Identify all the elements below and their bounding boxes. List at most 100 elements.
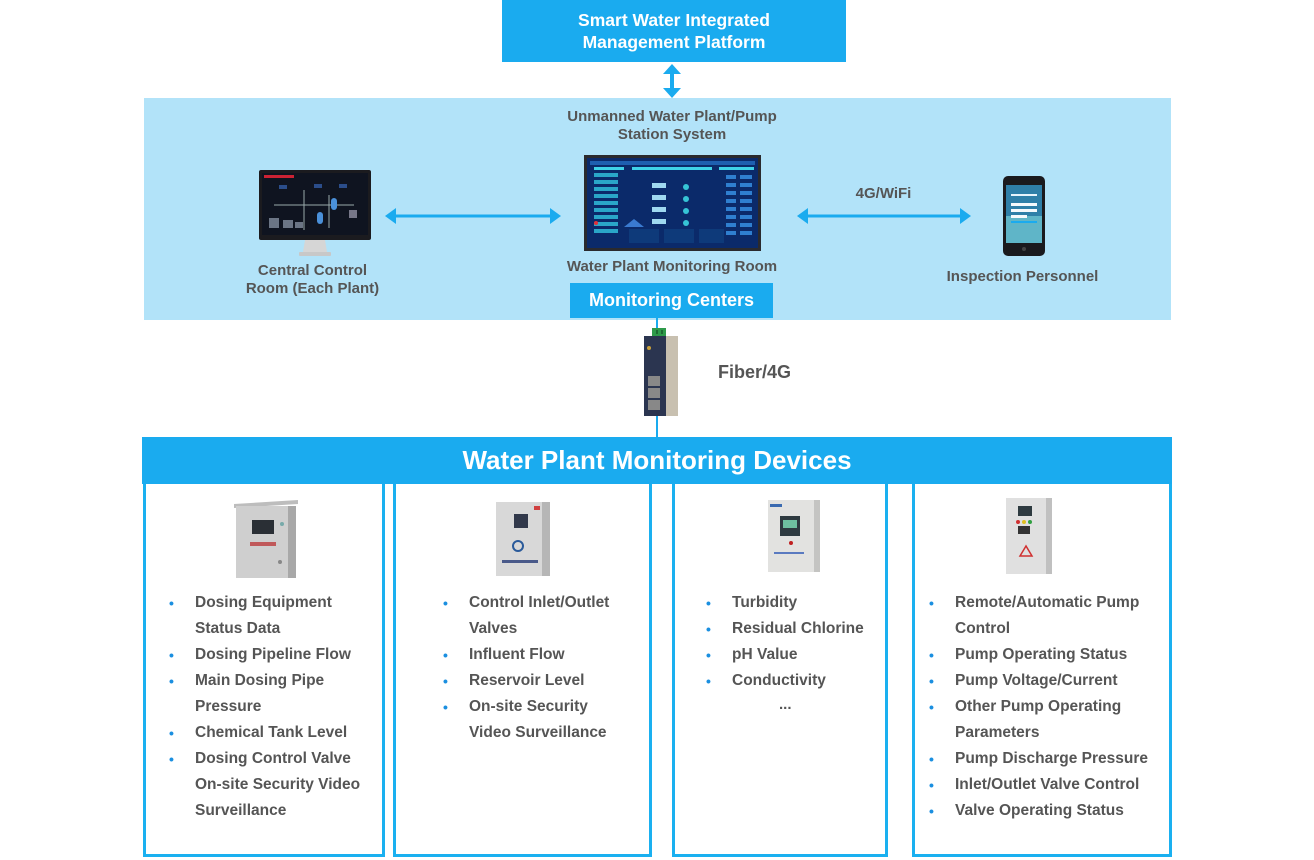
feature-text: Control Inlet/Outlet: [469, 594, 610, 611]
feature-text: Dosing Pipeline Flow: [195, 646, 351, 663]
central-control-monitor: [259, 170, 371, 260]
bullet-dot-icon: •: [929, 803, 934, 819]
4g-wifi-label: 4G/WiFi: [855, 185, 912, 202]
feature-text: Turbidity: [732, 594, 798, 611]
fiber-4g-label: Fiber/4G: [718, 362, 792, 382]
feature-text: Influent Flow: [469, 646, 565, 663]
feature-text: On-site Security: [469, 698, 588, 715]
feature-text: Inlet/Outlet Valve Control: [955, 776, 1140, 793]
feature-text: Reservoir Level: [469, 672, 585, 689]
bullet-dot-icon: •: [169, 673, 174, 689]
feature-text: Dosing Control Valve: [195, 750, 351, 767]
feature-item: Parameters: [929, 720, 1148, 746]
feature-item: • Dosing Control Valve: [169, 746, 360, 772]
feature-text: Pump Discharge Pressure: [955, 750, 1148, 767]
feature-item: • Conductivity: [706, 668, 864, 694]
feature-text: Pump Operating Status: [955, 646, 1128, 663]
feature-item: •Pump Operating Status: [929, 642, 1148, 668]
feature-text: Control: [955, 620, 1011, 637]
feature-text: Main Dosing Pipe: [195, 672, 325, 689]
feature-item: Control: [929, 616, 1148, 642]
bullet-dot-icon: •: [443, 595, 448, 611]
feature-text: Video Surveillance: [469, 724, 607, 741]
industrial-gateway-device: [642, 328, 682, 418]
feature-text: Valves: [469, 620, 518, 637]
bullet-dot-icon: •: [929, 751, 934, 767]
bullet-dot-icon: •: [706, 673, 711, 689]
monitoring-devices-header: Water Plant Monitoring Devices: [142, 437, 1172, 484]
bullet-dot-icon: •: [929, 595, 934, 611]
feature-item: • Valve Operating Status: [929, 798, 1148, 824]
feature-text: Pump Voltage/Current: [955, 672, 1118, 689]
feature-text: Surveillance: [195, 802, 287, 819]
feature-item: Valves: [443, 616, 609, 642]
bullet-dot-icon: •: [169, 647, 174, 663]
platform-title-line2: Management Platform: [582, 32, 766, 52]
feature-item: • Residual Chlorine: [706, 616, 864, 642]
wall-display-icon: [584, 155, 761, 251]
bullet-dot-icon: •: [706, 595, 711, 611]
feature-item: • Inlet/Outlet Valve Control: [929, 772, 1148, 798]
feature-item: • Dosing Pipeline Flow: [169, 642, 360, 668]
horizontal-double-arrow-icon: [385, 208, 561, 224]
water-quality-feature-list: •Turbidity•Residual Chlorine•pH Value•Co…: [706, 590, 864, 694]
feature-item: Status Data: [169, 616, 360, 642]
feature-item: • Dosing Equipment: [169, 590, 360, 616]
router-gateway-icon: [644, 328, 678, 416]
feature-item: • Influent Flow: [443, 642, 609, 668]
horizontal-double-arrow-icon: [797, 208, 971, 224]
feature-text: Dosing Equipment: [195, 594, 332, 611]
feature-text: On-site Security Video: [195, 776, 361, 793]
feature-item: Surveillance: [169, 798, 360, 824]
feature-text: Residual Chlorine: [732, 620, 864, 637]
feature-item: •pH Value: [706, 642, 864, 668]
vertical-double-arrow-icon: [663, 64, 681, 98]
more-ellipsis: ...: [779, 696, 792, 713]
central-control-room-label: Central Control Room (Each Plant): [220, 262, 405, 298]
feature-text: Pressure: [195, 698, 262, 715]
stainless-cabinet-icon: [234, 500, 298, 578]
feature-text: Status Data: [195, 620, 281, 637]
feature-item: • Control Inlet/Outlet: [443, 590, 609, 616]
feature-item: • Remote/Automatic Pump: [929, 590, 1148, 616]
feature-item: •On-site Security: [443, 694, 609, 720]
connector-line: [656, 414, 658, 438]
bullet-dot-icon: •: [706, 621, 711, 637]
system-title-line1: Unmanned Water Plant/Pump: [567, 108, 777, 125]
feature-item: • Pump Voltage/Current: [929, 668, 1148, 694]
water-plant-monitoring-screen: [584, 155, 761, 251]
bullet-dot-icon: •: [443, 647, 448, 663]
bullet-dot-icon: •: [929, 673, 934, 689]
feature-text: Remote/Automatic Pump: [955, 594, 1140, 611]
feature-item: • Pump Discharge Pressure: [929, 746, 1148, 772]
system-title: Unmanned Water Plant/Pump Station System: [540, 108, 804, 144]
feature-item: • Turbidity: [706, 590, 864, 616]
feature-text: Valve Operating Status: [955, 802, 1124, 819]
bullet-dot-icon: •: [443, 673, 448, 689]
monitoring-centers-label: Monitoring Centers: [570, 283, 773, 318]
bullet-dot-icon: •: [929, 777, 934, 793]
feature-item: • Reservoir Level: [443, 668, 609, 694]
feature-item: Pressure: [169, 694, 360, 720]
control-cabinet-icon: [496, 502, 550, 576]
feature-text: Other Pump Operating: [955, 698, 1122, 715]
feature-text: Conductivity: [732, 672, 826, 689]
bullet-dot-icon: •: [169, 751, 174, 767]
feature-item: •Other Pump Operating: [929, 694, 1148, 720]
feature-item: On-site Security Video: [169, 772, 360, 798]
bullet-dot-icon: •: [169, 595, 174, 611]
feature-text: Parameters: [955, 724, 1040, 741]
monitoring-room-label: Water Plant Monitoring Room: [566, 258, 778, 275]
central-control-line1: Central Control: [257, 262, 368, 279]
smart-water-platform-box: Smart Water Integrated Management Platfo…: [502, 0, 846, 62]
feature-text: Chemical Tank Level: [195, 724, 348, 741]
analyzer-cabinet-icon: [768, 500, 820, 572]
inspection-personnel-label: Inspection Personnel: [946, 268, 1099, 285]
central-control-line2: Room (Each Plant): [245, 280, 380, 297]
mobile-phone-icon: [1003, 176, 1045, 256]
bullet-dot-icon: •: [706, 647, 711, 663]
desktop-monitor-icon: [259, 170, 371, 256]
